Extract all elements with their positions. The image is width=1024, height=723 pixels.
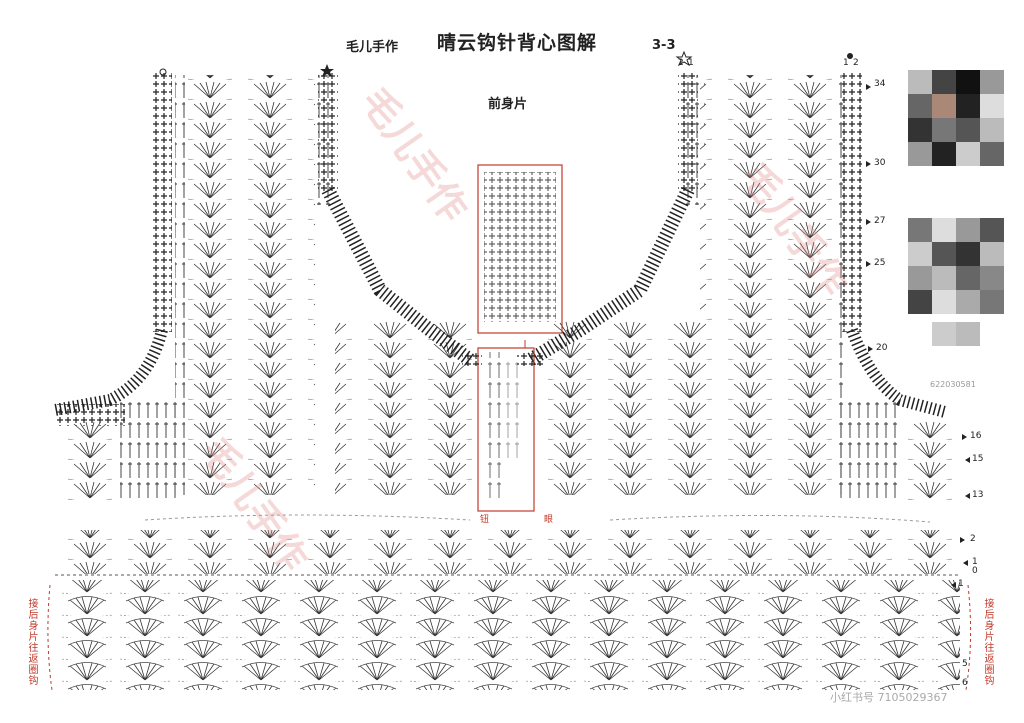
row-label-20: 20 xyxy=(876,343,888,353)
row-label-0: 0 xyxy=(972,566,978,576)
panel-title: 前身片 xyxy=(488,97,528,112)
row-label-1b: 1 xyxy=(958,579,964,589)
bottom-caption: 小红书号 7105029367 xyxy=(830,691,948,704)
page-number: 3-3 xyxy=(652,38,676,53)
side-note-right: 接后身片往返圈钩 xyxy=(982,598,993,686)
placket-label-button: 钮 xyxy=(480,515,490,525)
row-label-30: 30 xyxy=(874,158,886,168)
star-outline-icon xyxy=(675,50,693,67)
right-front-panel xyxy=(685,75,900,500)
bottom-shell-border xyxy=(60,580,960,690)
strap-mark-left-b: 1 xyxy=(688,58,694,68)
right-edging xyxy=(526,72,947,418)
qr-code-image-2 xyxy=(908,218,1004,346)
star-icon xyxy=(320,64,334,77)
center-panel xyxy=(55,320,955,500)
qr-code-image xyxy=(908,70,1004,166)
side-note-left: 接后身片往返圈钩 xyxy=(26,598,37,686)
svg-text:毛儿手作: 毛儿手作 xyxy=(353,80,476,230)
row-label-16: 16 xyxy=(970,431,982,441)
lower-band xyxy=(55,530,960,576)
row-label-2: 2 xyxy=(970,534,976,544)
strap-mark-left-a: 2 xyxy=(678,58,684,68)
detail-inset-box xyxy=(477,164,563,334)
row-label-13: 13 xyxy=(972,490,984,500)
brand-label: 毛儿手作 xyxy=(346,40,399,55)
diagram-title: 晴云钩针背心图解 xyxy=(437,32,598,54)
placket-label-hole: 眼 xyxy=(544,515,554,525)
row-label-6: 6 xyxy=(962,678,968,688)
left-edging xyxy=(53,72,475,426)
strap-mark-right-b: 2 xyxy=(853,58,859,68)
row-label-1: 1 xyxy=(972,557,978,567)
strap-mark-right-a: 1 xyxy=(843,58,849,68)
row-label-25: 25 xyxy=(874,258,886,268)
row-label-34: 34 xyxy=(874,79,886,89)
row-label-27: 27 xyxy=(874,216,886,226)
placket-box xyxy=(477,347,535,512)
row-label-15: 15 xyxy=(972,454,984,464)
qr-caption: 622030581 xyxy=(930,380,976,389)
row-label-5: 5 xyxy=(962,659,968,669)
